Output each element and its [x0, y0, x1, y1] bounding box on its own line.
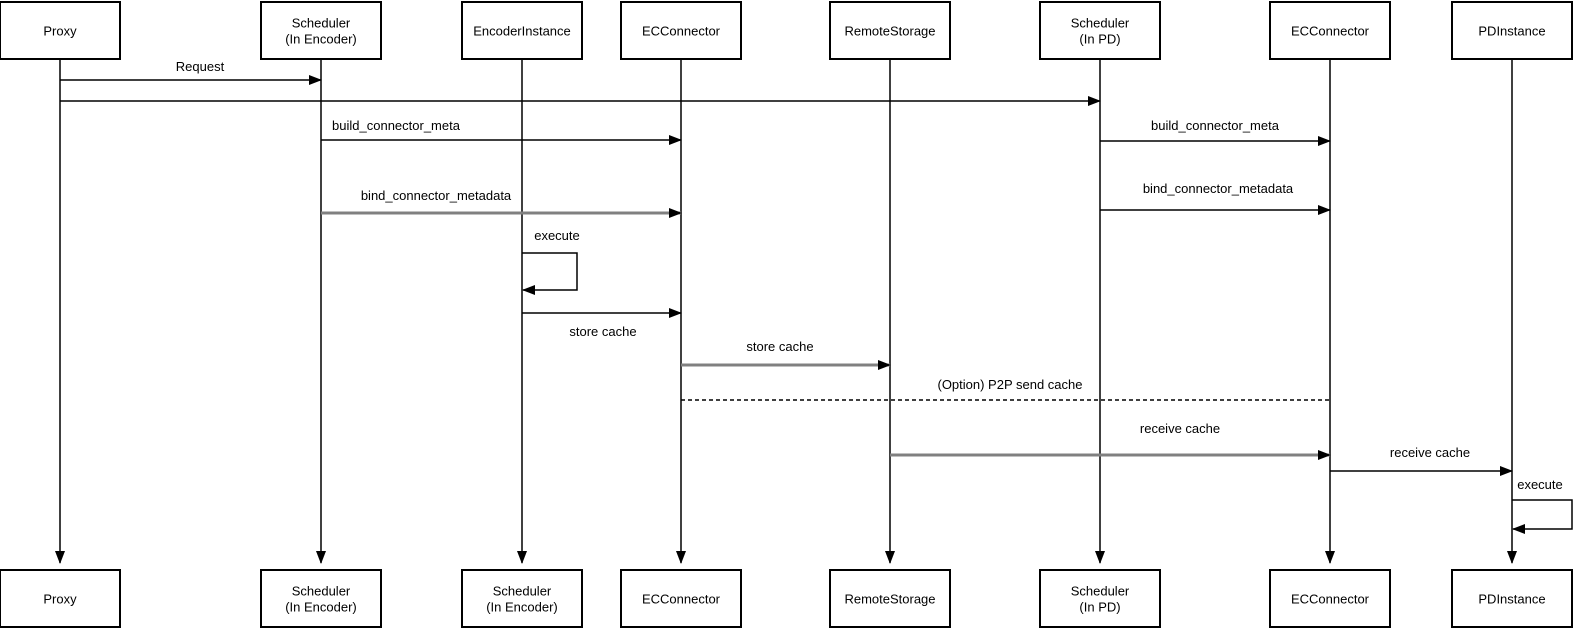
actor-bottom-box-proxy: [0, 569, 121, 628]
actor-bottom-label-encoder-instance: Scheduler(In Encoder): [486, 584, 558, 615]
actor-bottom-label-remote-storage: RemoteStorage: [844, 592, 935, 607]
message-label-store-cache-encoder: store cache: [569, 324, 636, 339]
actor-label-line: EncoderInstance: [473, 24, 571, 39]
actor-bottom-box-remote-storage: [829, 569, 951, 628]
actor-label-line: PDInstance: [1478, 24, 1545, 39]
message-label-execute-pd: execute: [1517, 477, 1563, 492]
actor-label-line: Proxy: [43, 592, 77, 607]
actor-label-line: ECConnector: [1291, 24, 1370, 39]
actor-bottom-label-scheduler-encoder: Scheduler(In Encoder): [285, 584, 357, 615]
actor-label-line: PDInstance: [1478, 592, 1545, 607]
actor-top-label-proxy: Proxy: [43, 24, 77, 39]
messages-layer: Request build_connector_meta build_connect…: [60, 59, 1573, 534]
actor-top-box-ec-connector-encoder: [620, 1, 742, 60]
actor-top-box-scheduler-pd: [1039, 1, 1161, 60]
actor-bottom-box-pd-instance: [1451, 569, 1573, 628]
actor-label-line: Proxy: [43, 24, 77, 39]
actor-top-label-ec-connector-encoder: ECConnector: [642, 24, 721, 39]
actor-top-box-ec-connector-pd: [1269, 1, 1391, 60]
actor-label-line: ECConnector: [642, 592, 721, 607]
actor-label-line: RemoteStorage: [844, 24, 935, 39]
actor-bottom-box-encoder-instance: [461, 569, 583, 628]
message-label-bind-connector-metadata-encoder: bind_connector_metadata: [361, 188, 512, 203]
message-label-receive-cache-ec: receive cache: [1140, 421, 1220, 436]
actor-label-line: Scheduler: [292, 584, 351, 599]
actor-bottom-label-ec-connector-encoder: ECConnector: [642, 592, 721, 607]
actor-top-box-scheduler-encoder: [260, 1, 382, 60]
message-label-bind-connector-metadata-pd: bind_connector_metadata: [1143, 181, 1294, 196]
actor-bottom-box-ec-connector-encoder: [620, 569, 742, 628]
actor-bottom-label-pd-instance: PDInstance: [1478, 592, 1545, 607]
message-label-build-connector-meta-pd: build_connector_meta: [1151, 118, 1280, 133]
actor-top-box-proxy: [0, 1, 121, 60]
actor-label-line: (In Encoder): [285, 600, 357, 615]
message-label-execute-encoder: execute: [534, 228, 580, 243]
actor-bottom-label-proxy: Proxy: [43, 592, 77, 607]
actor-bottom-label-scheduler-pd: Scheduler(In PD): [1071, 584, 1130, 615]
actor-top-label-scheduler-pd: Scheduler(In PD): [1071, 16, 1130, 47]
actor-label-line: Scheduler: [493, 584, 552, 599]
actor-label-line: (In Encoder): [486, 600, 558, 615]
self-loop-execute-encoder: [522, 252, 578, 295]
message-label-request: Request: [176, 59, 225, 74]
actor-top-box-remote-storage: [829, 1, 951, 60]
actor-label-line: RemoteStorage: [844, 592, 935, 607]
message-label-receive-cache-pd: receive cache: [1390, 445, 1470, 460]
actor-label-line: Scheduler: [1071, 584, 1130, 599]
actor-top-label-pd-instance: PDInstance: [1478, 24, 1545, 39]
actor-label-line: (In PD): [1079, 600, 1120, 615]
actor-label-line: (In PD): [1079, 32, 1120, 47]
actor-bottom-box-scheduler-encoder: [260, 569, 382, 628]
actor-label-line: Scheduler: [292, 16, 351, 31]
actor-top-label-ec-connector-pd: ECConnector: [1291, 24, 1370, 39]
actor-top-box-encoder-instance: [461, 1, 583, 60]
actor-label-line: Scheduler: [1071, 16, 1130, 31]
actor-top-label-encoder-instance: EncoderInstance: [473, 24, 571, 39]
actor-label-line: ECConnector: [1291, 592, 1370, 607]
actor-top-label-remote-storage: RemoteStorage: [844, 24, 935, 39]
actor-bottom-box-scheduler-pd: [1039, 569, 1161, 628]
actor-bottom-label-ec-connector-pd: ECConnector: [1291, 592, 1370, 607]
message-label-p2p-send-cache: (Option) P2P send cache: [937, 377, 1082, 392]
actor-bottom-box-ec-connector-pd: [1269, 569, 1391, 628]
message-label-store-cache-remote: store cache: [746, 339, 813, 354]
actor-label-line: ECConnector: [642, 24, 721, 39]
self-loop-execute-pd: [1512, 499, 1573, 534]
actor-top-box-pd-instance: [1451, 1, 1573, 60]
lifelines-layer: [55, 59, 1517, 564]
actor-top-label-scheduler-encoder: Scheduler(In Encoder): [285, 16, 357, 47]
message-label-build-connector-meta-encoder: build_connector_meta: [332, 118, 461, 133]
actor-label-line: (In Encoder): [285, 32, 357, 47]
